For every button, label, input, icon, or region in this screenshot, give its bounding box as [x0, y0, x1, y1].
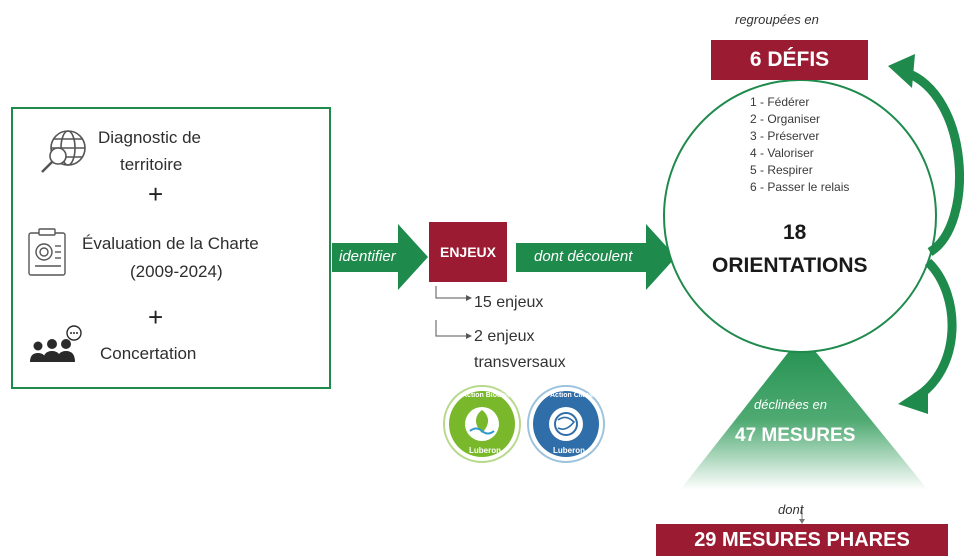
enjeux-box: ENJEUX: [429, 222, 507, 282]
defi-item: 1 - Fédérer: [750, 95, 810, 109]
connector-enjeux-2: [435, 320, 466, 337]
biodiversite-badge-top: Action Biodiversité: [462, 392, 526, 399]
regroupees-caption: regroupées en: [735, 12, 819, 27]
plus-sign-2: +: [148, 302, 164, 332]
arrow-declinees: [912, 258, 957, 402]
diagnostic-line2: territoire: [120, 155, 183, 174]
identifier-label: identifier: [339, 248, 396, 265]
diagnostic-line1: Diagnostic de: [98, 128, 202, 147]
arrow-dont-decoulent: [516, 224, 676, 290]
connector-enjeux-1: [435, 286, 466, 299]
people-concertation-icon: [30, 325, 82, 362]
globe-search-icon: [41, 130, 86, 173]
declinees-caption: déclinées en: [754, 397, 827, 412]
arrow-regroupees: [903, 67, 964, 256]
defi-item: 2 - Organiser: [750, 112, 821, 126]
defi-item: 6 - Passer le relais: [750, 180, 850, 194]
dont-decoulent-label: dont découlent: [534, 248, 633, 265]
climat-badge-top: Action Climat: [550, 392, 596, 399]
enjeux-item-15: 15 enjeux: [474, 294, 544, 311]
mesures-pyramid: [680, 335, 928, 490]
orientations-count: 18: [783, 221, 807, 244]
biodiversite-badge-bottom: Luberon: [469, 446, 501, 455]
enjeux-item-2-line2: transversaux: [474, 354, 566, 371]
defis-list: 1 - Fédérer 2 - Organiser 3 - Préserver …: [750, 94, 849, 196]
plus-sign-1: +: [148, 179, 164, 209]
action-biodiversite-badge: [443, 385, 521, 463]
dont-caption: dont: [778, 502, 804, 517]
defi-item: 4 - Valoriser: [750, 146, 814, 160]
climat-badge-bottom: Luberon: [553, 446, 585, 455]
mesures-label: 47 MESURES: [735, 425, 856, 446]
defi-item: 5 - Respirer: [750, 163, 813, 177]
defis-box: 6 DÉFIS: [711, 40, 868, 80]
mesures-phares-box: 29 MESURES PHARES: [656, 524, 948, 556]
enjeux-item-2-line1: 2 enjeux: [474, 328, 535, 345]
orientations-circle: [663, 79, 937, 353]
action-climat-badge: [527, 385, 605, 463]
inputs-box: [11, 107, 331, 389]
concertation-label: Concertation: [100, 344, 197, 363]
clipboard-evaluation-icon: [28, 228, 66, 276]
arrow-identifier: [332, 224, 428, 290]
orientations-label: ORIENTATIONS: [712, 254, 868, 277]
evaluation-line1: Évaluation de la Charte: [82, 234, 259, 253]
evaluation-line2: (2009-2024): [130, 262, 223, 281]
defi-item: 3 - Préserver: [750, 129, 820, 143]
